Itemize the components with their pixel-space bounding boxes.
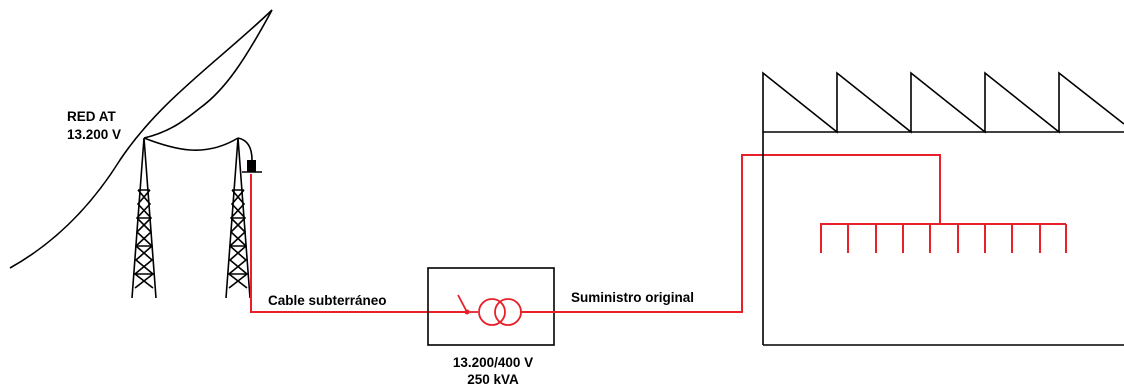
cable-terminal (247, 160, 256, 172)
supply-line (521, 154, 941, 313)
terrain-line (9, 9, 273, 269)
overhead-drop (237, 137, 253, 161)
network-voltage-label: 13.200 V (67, 127, 122, 142)
overhead-line-span (143, 137, 239, 151)
factory-roof (762, 71, 1124, 134)
pylon-left (131, 137, 157, 299)
distribution-bus (820, 223, 1067, 253)
factory-building (762, 131, 1124, 346)
supply-label: Suministro original (571, 290, 695, 305)
transformer-station-box (427, 267, 555, 346)
pylon-right (225, 137, 251, 299)
cable-label: Cable subterráneo (268, 293, 387, 308)
network-name-label: RED AT (67, 109, 116, 124)
transformer-ratio-label: 13.200/400 V (452, 355, 534, 370)
underground-cable (250, 174, 465, 313)
transformer-power-label: 250 kVA (467, 372, 519, 387)
transformer-icon (478, 298, 522, 326)
overhead-line-left (143, 9, 273, 139)
